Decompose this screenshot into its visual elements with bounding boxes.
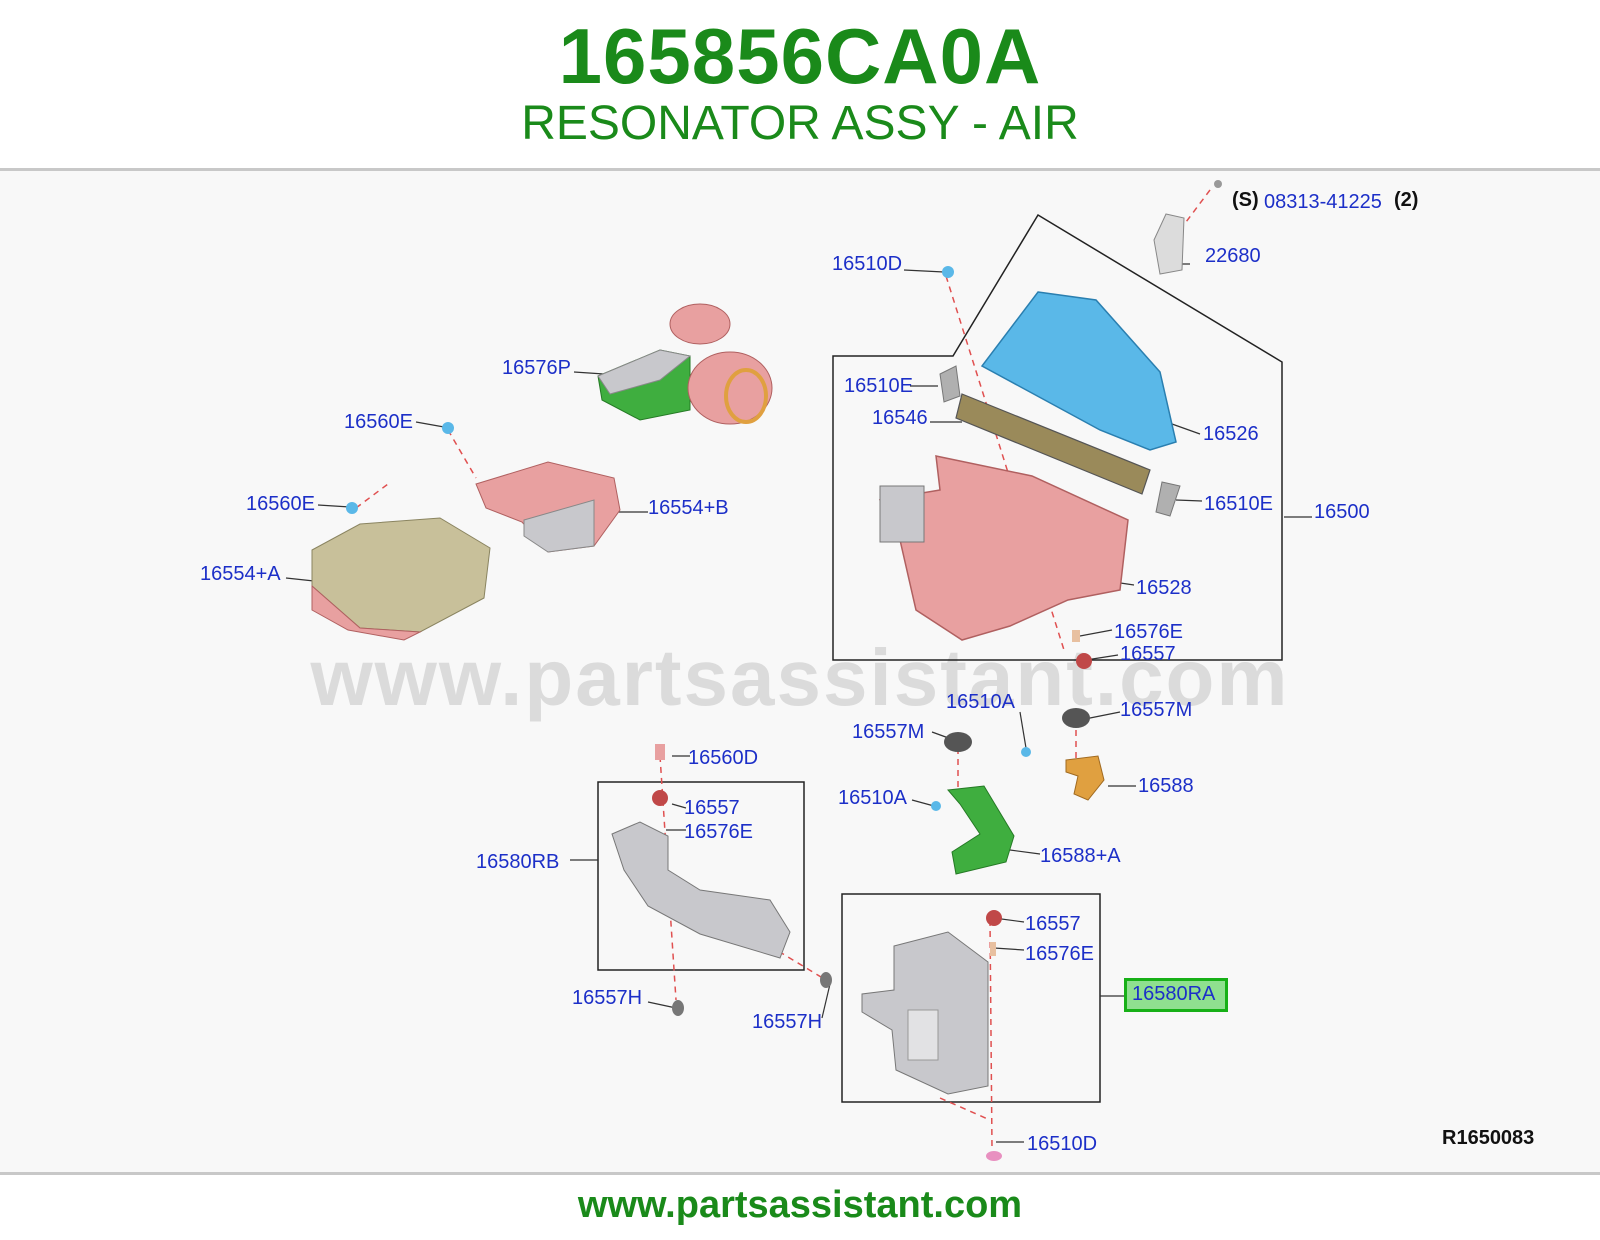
callout-16580RA[interactable]: 16580RA — [1132, 983, 1216, 1005]
grommet-16557H-2-part — [820, 972, 832, 988]
callout-16560E-1[interactable]: 16560E — [344, 411, 413, 433]
callout-22680[interactable]: 22680 — [1205, 245, 1261, 267]
callout-16576P[interactable]: 16576P — [502, 357, 571, 379]
footer-divider — [0, 1172, 1600, 1175]
air-cleaner-body-part — [878, 455, 1129, 641]
callout-16576E-3[interactable]: 16576E — [1025, 943, 1094, 965]
callout-16560D[interactable]: 16560D — [688, 747, 759, 769]
mount-16557M-2-part — [1062, 708, 1090, 728]
bolt-16560D-part — [655, 744, 665, 760]
callout-16588A[interactable]: 16588+A — [1040, 845, 1121, 867]
clip-16510E-1-part — [939, 365, 961, 403]
parts-diagram-area — [0, 171, 1600, 1172]
grommet-16557-2-part — [652, 790, 668, 806]
air-inlet-b-gray-part — [523, 499, 595, 553]
resonator-ra-group-outline — [841, 893, 1101, 1103]
grommet-16557-3-part — [986, 910, 1002, 926]
callout-16560E-2[interactable]: 16560E — [246, 493, 315, 515]
bracket-16588A-part — [947, 785, 1015, 875]
header-divider — [0, 168, 1600, 171]
part-number-title: 165856CA0A — [558, 12, 1042, 100]
air-cleaner-cover-part — [980, 291, 1177, 451]
callout-16510D-bottom[interactable]: 16510D — [1027, 1133, 1098, 1155]
air-inlet-a-pink-part — [311, 584, 422, 641]
bolt-16510A-1-part — [1021, 747, 1031, 757]
callout-16510D-top[interactable]: 16510D — [832, 253, 903, 275]
callout-16557H-1[interactable]: 16557H — [572, 987, 643, 1009]
clip-16560E-2-part — [346, 502, 358, 514]
fastener-qty: (2) — [1394, 189, 1419, 211]
fastener-prefix: (S) — [1232, 189, 1259, 211]
clip-16510E-2-part — [1155, 481, 1181, 517]
resonator-ra-window-part — [907, 1009, 939, 1061]
spacer-16576E-1-part — [1072, 630, 1080, 642]
grommet-16557-1-part — [1076, 653, 1092, 669]
callout-16554B[interactable]: 16554+B — [648, 497, 729, 519]
bracket-16588-part — [1065, 755, 1105, 801]
callout-16510E-2[interactable]: 16510E — [1204, 493, 1273, 515]
air-duct-clamp-part — [724, 368, 768, 424]
mount-16557M-1-part — [944, 732, 972, 752]
callout-16576E-2[interactable]: 16576E — [684, 821, 753, 843]
footer-url-link[interactable]: www.partsassistant.com — [577, 1184, 1023, 1226]
callout-16588[interactable]: 16588 — [1138, 775, 1194, 797]
callout-16528[interactable]: 16528 — [1136, 577, 1192, 599]
callout-16576E-1[interactable]: 16576E — [1114, 621, 1183, 643]
page-header: 165856CA0A RESONATOR ASSY - AIR — [0, 0, 1600, 168]
callout-08313-41225[interactable]: 08313-41225 — [1264, 191, 1382, 213]
air-cleaner-group-outline — [832, 213, 1283, 661]
clip-16510D-top-part — [942, 266, 954, 278]
callout-16557-1[interactable]: 16557 — [1120, 643, 1176, 665]
part-description: RESONATOR ASSY - AIR — [521, 97, 1079, 150]
callout-16546[interactable]: 16546 — [872, 407, 928, 429]
drawing-code: R1650083 — [1442, 1127, 1535, 1149]
clip-16510D-bottom-part — [986, 1151, 1002, 1161]
callout-16557-3[interactable]: 16557 — [1025, 913, 1081, 935]
resonator-rb-part — [611, 821, 791, 959]
mass-air-sensor-part — [1153, 213, 1185, 275]
callout-16557H-2[interactable]: 16557H — [752, 1011, 823, 1033]
callout-16510A-1[interactable]: 16510A — [946, 691, 1015, 713]
watermark-text: www.partsassistant.com — [310, 633, 1290, 722]
spacer-16576E-3-part — [990, 942, 996, 956]
bolt-16510A-2-part — [931, 801, 941, 811]
grommet-16557H-1-part — [672, 1000, 684, 1016]
callout-16526[interactable]: 16526 — [1203, 423, 1259, 445]
screw-08313-part — [1214, 180, 1222, 188]
callout-16557M-2[interactable]: 16557M — [852, 721, 925, 743]
filter-element-part — [955, 393, 1151, 495]
callout-16580RB[interactable]: 16580RB — [476, 851, 560, 873]
callout-16510A-2[interactable]: 16510A — [838, 787, 907, 809]
callout-16500[interactable]: 16500 — [1314, 501, 1370, 523]
air-cleaner-outlet-part — [879, 485, 925, 543]
air-duct-top-part — [597, 349, 692, 395]
callout-16510E-1[interactable]: 16510E — [844, 375, 913, 397]
highlighted-part-box — [1124, 978, 1228, 1012]
leader-lines — [285, 263, 1312, 1143]
resonator-rb-group-outline — [597, 781, 805, 971]
callout-16554A[interactable]: 16554+A — [200, 563, 281, 585]
clip-16560E-1-part — [442, 422, 454, 434]
callout-16557M-1[interactable]: 16557M — [1120, 699, 1193, 721]
callout-16557-2[interactable]: 16557 — [684, 797, 740, 819]
air-duct-resonator-part — [669, 303, 731, 345]
